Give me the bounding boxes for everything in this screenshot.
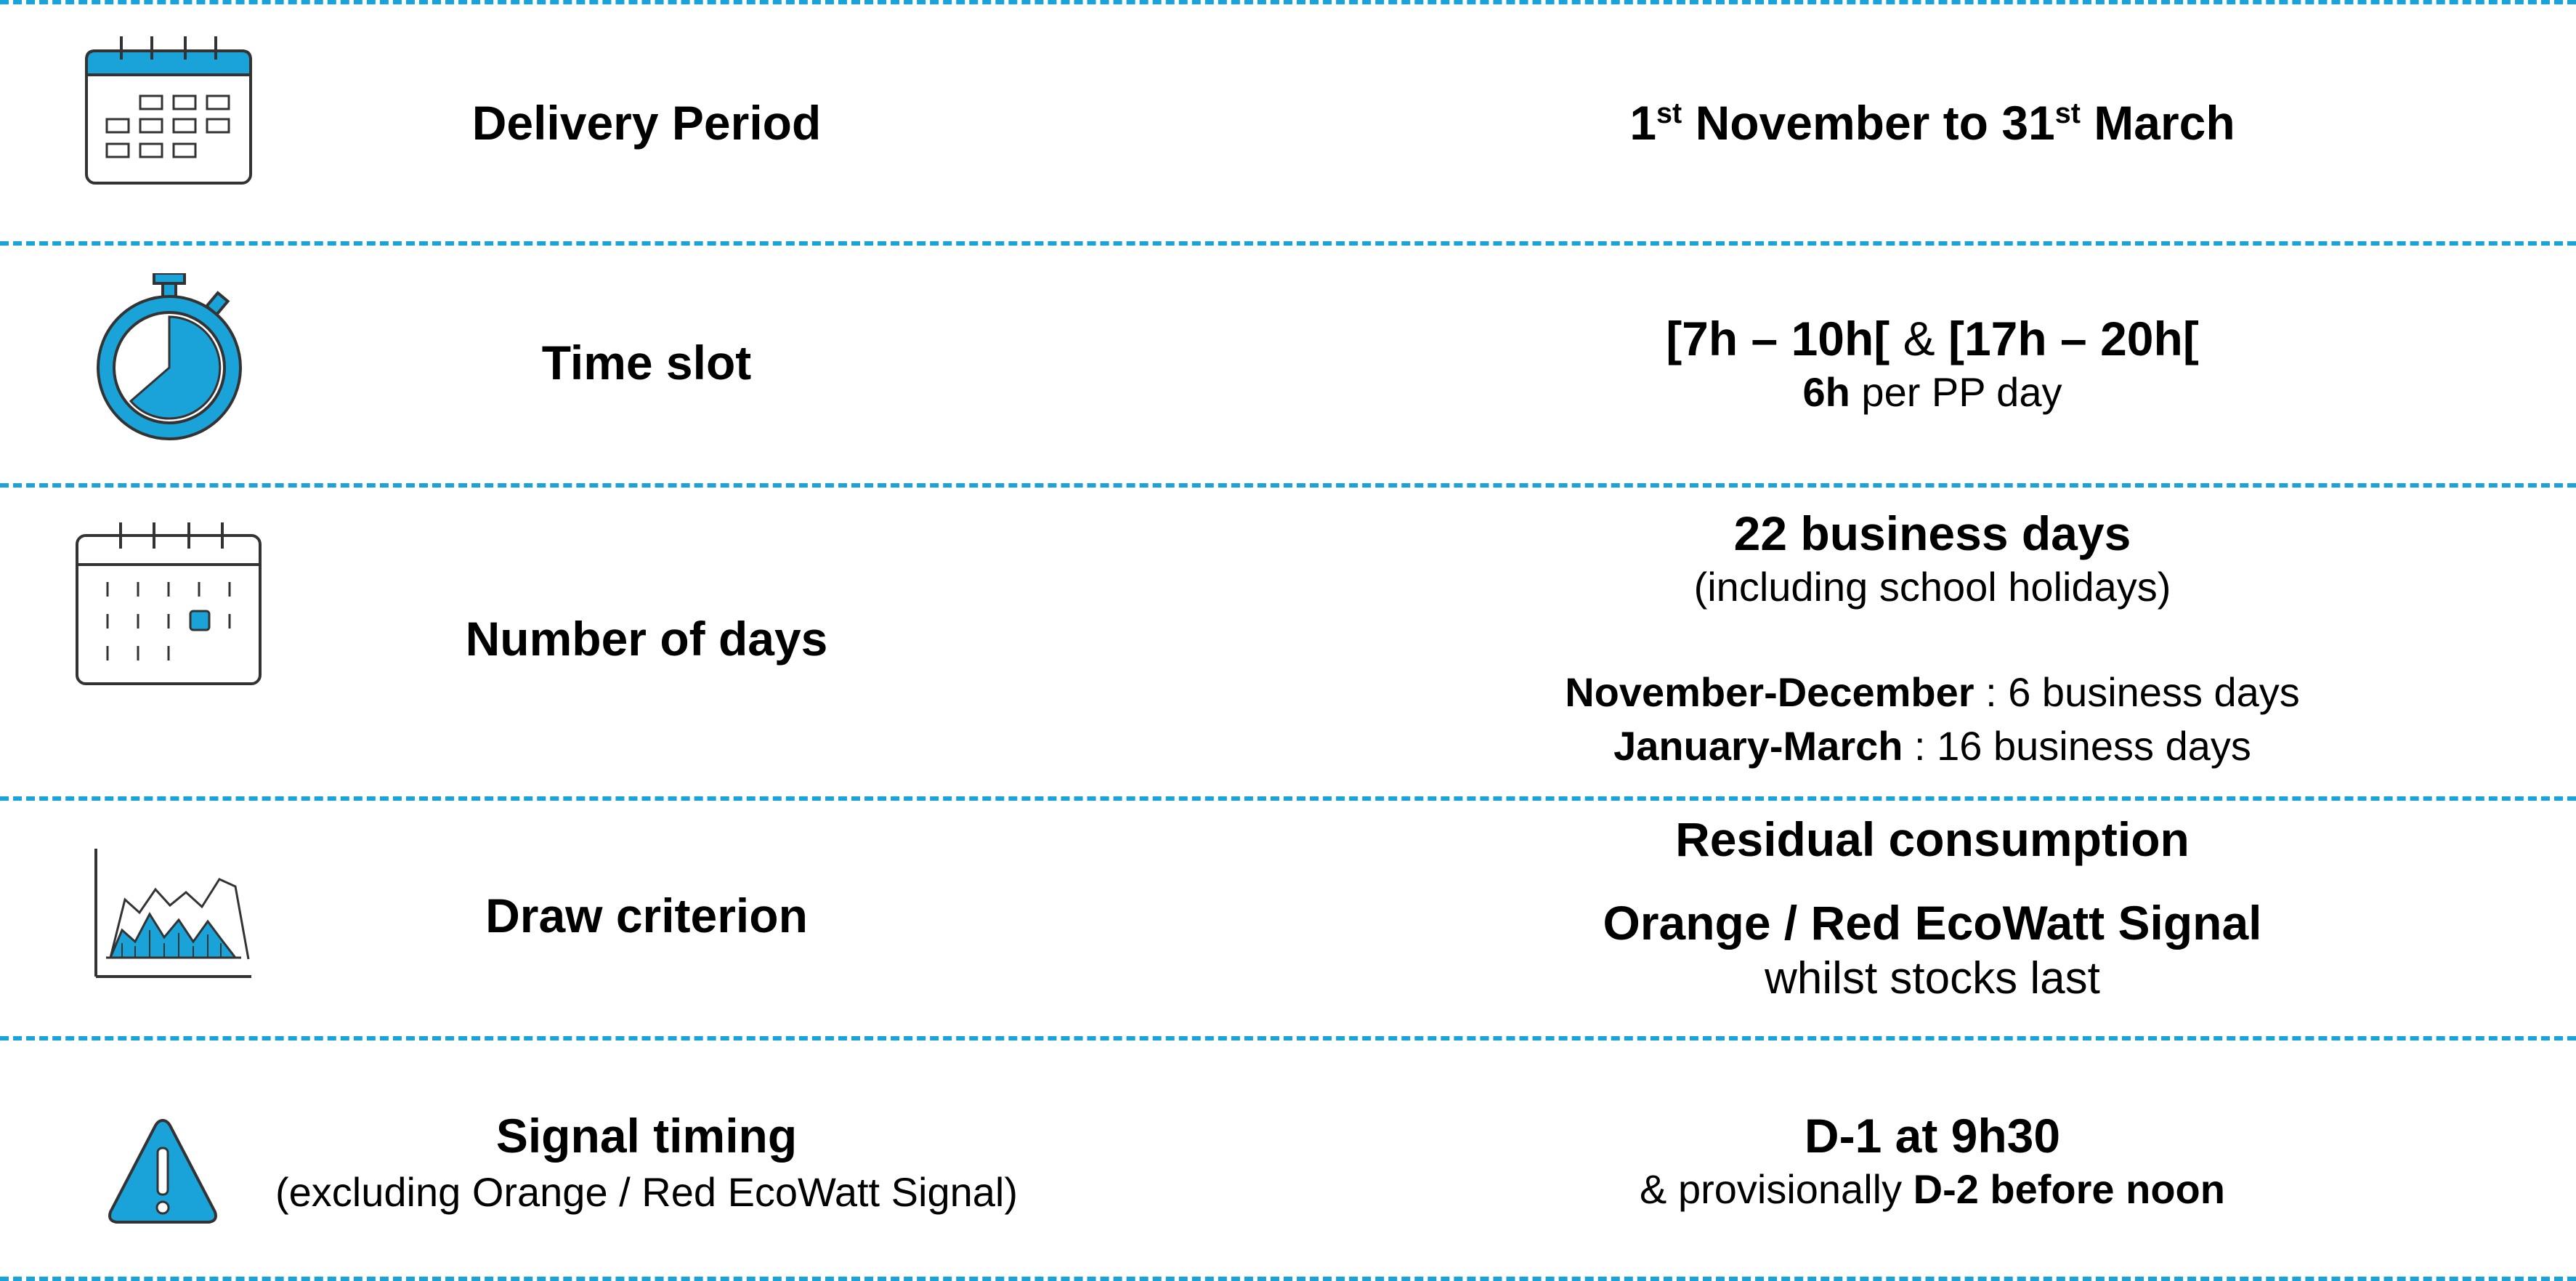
value-part: per PP day <box>1850 369 2062 416</box>
row-value: 1st November to 31st March <box>1453 94 2412 152</box>
time-slot-morning: [7h – 10h[ <box>1666 312 1890 365</box>
row-number-of-days: Number of days 22 business days (includi… <box>0 483 2576 796</box>
row-divider <box>0 1036 2576 1040</box>
row-divider <box>0 1277 2576 1281</box>
criterion-primary: Residual consumption <box>1675 812 2190 866</box>
row-signal-timing: Signal timing (excluding Orange / Red Ec… <box>0 1036 2576 1277</box>
value-part: & provisionally <box>1640 1166 1913 1213</box>
criterion-secondary: Orange / Red EcoWatt Signal <box>1603 896 2262 950</box>
days-note: (including school holidays) <box>1693 564 2171 610</box>
provisional-time: D-2 before noon <box>1913 1166 2225 1213</box>
period-value: : 6 business days <box>1974 669 2300 716</box>
warning-icon <box>108 1118 217 1224</box>
row-divider <box>0 796 2576 801</box>
ordinal-suffix: st <box>1656 97 1682 129</box>
row-label-note: (excluding Orange / Red EcoWatt Signal) <box>275 1169 1018 1216</box>
period-value: : 16 business days <box>1903 722 2251 769</box>
row-label-title: Signal timing <box>495 1109 798 1163</box>
value-part: March <box>2080 96 2235 150</box>
ordinal-suffix: st <box>2054 97 2081 129</box>
value-part: & <box>1890 312 1948 365</box>
time-slot-evening: [17h – 20h[ <box>1948 312 2199 365</box>
row-delivery-period: Delivery Period 1st November to 31st Mar… <box>0 0 2576 241</box>
value-part: 1 <box>1629 96 1657 150</box>
row-value: D-1 at 9h30 & provisionally D-2 before n… <box>1453 1107 2412 1213</box>
row-value: 22 business days (including school holid… <box>1453 505 2412 770</box>
row-divider <box>0 483 2576 488</box>
row-draw-criterion: Draw criterion Residual consumption Oran… <box>0 796 2576 1036</box>
period-label: January-March <box>1613 722 1903 769</box>
hours-count: 6h <box>1802 369 1850 416</box>
row-label: Signal timing (excluding Orange / Red Ec… <box>247 1107 1046 1216</box>
row-divider <box>0 241 2576 246</box>
row-label: Number of days <box>465 612 828 666</box>
row-value: [7h – 10h[ & [17h – 20h[ 6h per PP day <box>1453 310 2412 416</box>
criterion-note: whilst stocks last <box>1765 953 2100 1004</box>
row-label: Time slot <box>541 336 752 389</box>
row-divider <box>0 0 2576 4</box>
value-part: November to 31 <box>1682 96 2055 150</box>
calendar-icon <box>85 36 252 185</box>
row-time-slot: Time slot [7h – 10h[ & [17h – 20h[ 6h pe… <box>0 241 2576 483</box>
row-label: Delivery Period <box>471 96 822 150</box>
row-value: Residual consumption Orange / Red EcoWat… <box>1453 811 2412 1006</box>
calendar-days-icon <box>76 522 262 685</box>
period-label: November-December <box>1565 669 1974 716</box>
signal-time: D-1 at 9h30 <box>1804 1109 2061 1163</box>
area-chart-icon <box>94 849 251 978</box>
total-business-days: 22 business days <box>1733 506 2131 560</box>
stopwatch-icon <box>97 273 242 440</box>
row-label: Draw criterion <box>485 889 808 942</box>
